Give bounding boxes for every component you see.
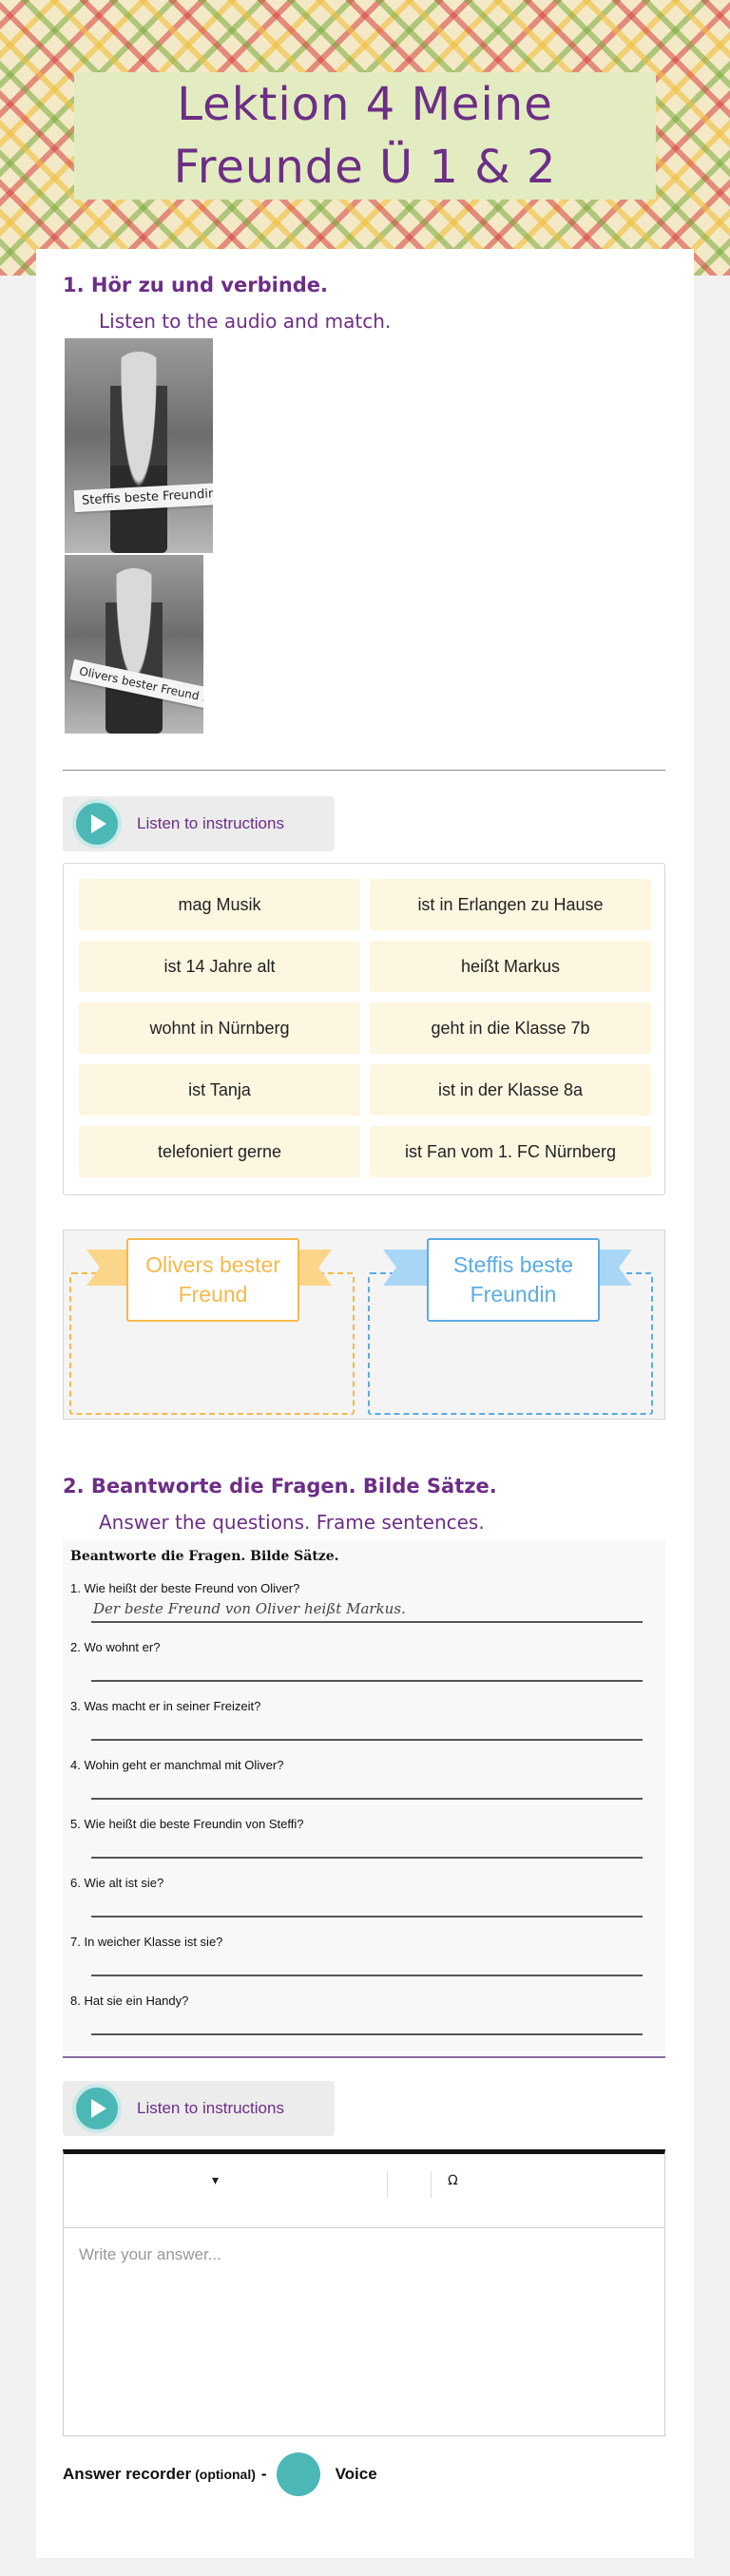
title-line-2: Freunde Ü 1 & 2 <box>173 141 557 194</box>
toolbar-separator <box>387 2171 388 2198</box>
bucket-label-steffi: Steffis beste Freundin <box>427 1238 600 1322</box>
listen-instructions-button[interactable]: Listen to instructions <box>63 796 335 851</box>
drop-zone-area: Olivers bester Freund Steffis beste Freu… <box>63 1230 665 1420</box>
photo-oliver: Olivers bester Freund ... <box>65 555 203 734</box>
listen-instructions-button[interactable]: Listen to instructions <box>63 2081 335 2136</box>
answer-line <box>91 1975 643 1976</box>
ribbon-tail-icon <box>86 1250 134 1286</box>
worksheet-question: 1. Wie heißt der beste Freund von Oliver… <box>70 1581 660 1638</box>
answer-line <box>91 1739 643 1741</box>
question-text: 3. Was macht er in seiner Freizeit? <box>70 1699 261 1713</box>
match-tile[interactable]: heißt Markus <box>370 941 651 992</box>
answer-line <box>91 1857 643 1859</box>
answer-textarea[interactable]: Write your answer... <box>79 2245 221 2263</box>
worksheet-question: 8. Hat sie ein Handy? <box>70 1994 660 2051</box>
ribbon-tail-icon <box>383 1250 431 1286</box>
special-characters-icon[interactable]: Ω <box>448 2173 458 2188</box>
question-text: 5. Wie heißt die beste Freundin von Stef… <box>70 1817 304 1831</box>
match-tile[interactable]: geht in die Klasse 7b <box>370 1002 651 1054</box>
question-text: 7. In weicher Klasse ist sie? <box>70 1935 223 1949</box>
answer-text: Der beste Freund von Oliver heißt Markus… <box>93 1600 406 1617</box>
question-text: 1. Wie heißt der beste Freund von Oliver… <box>70 1581 300 1595</box>
worksheet-question: 2. Wo wohnt er? <box>70 1640 660 1697</box>
title-banner: Lektion 4 Meine Freunde Ü 1 & 2 <box>74 72 656 200</box>
match-tile[interactable]: ist in Erlangen zu Hause <box>370 879 651 930</box>
answer-line <box>91 2033 643 2035</box>
match-tile[interactable]: ist Fan vom 1. FC Nürnberg <box>370 1126 651 1177</box>
play-icon[interactable] <box>76 803 118 845</box>
recorder-optional: (optional) <box>195 2467 256 2482</box>
page-title: Lektion 4 Meine Freunde Ü 1 & 2 <box>174 73 557 199</box>
listen-label: Listen to instructions <box>137 814 284 832</box>
worksheet-question: 4. Wohin geht er manchmal mit Oliver? <box>70 1758 660 1815</box>
match-tile[interactable]: ist in der Klasse 8a <box>370 1064 651 1116</box>
worksheet-question: 6. Wie alt ist sie? <box>70 1876 660 1933</box>
answer-editor: ▾ Ω Write your answer... <box>63 2149 665 2436</box>
answer-line <box>91 1916 643 1918</box>
divider <box>63 2056 665 2058</box>
photo-steffi: Steffis beste Freundin <box>65 338 213 553</box>
font-dropdown-chevron-icon[interactable]: ▾ <box>212 2173 220 2188</box>
worksheet-question: 3. Was macht er in seiner Freizeit? <box>70 1699 660 1756</box>
answer-line <box>91 1680 643 1682</box>
match-tile[interactable]: ist Tanja <box>79 1064 360 1116</box>
q2-subtitle: Answer the questions. Frame sentences. <box>99 1511 485 1534</box>
worksheet-question: 5. Wie heißt die beste Freundin von Stef… <box>70 1817 660 1874</box>
play-icon[interactable] <box>76 2088 118 2129</box>
match-tile[interactable]: ist 14 Jahre alt <box>79 941 360 992</box>
worksheet-image: Beantworte die Fragen. Bilde Sätze. 1. W… <box>63 1539 665 2056</box>
match-tile[interactable]: mag Musik <box>79 879 360 930</box>
worksheet-heading: Beantworte die Fragen. Bilde Sätze. <box>70 1549 339 1564</box>
question-text: 8. Hat sie ein Handy? <box>70 1994 189 2008</box>
q1-title: 1. Hör zu und verbinde. <box>63 274 329 296</box>
title-line-1: Lektion 4 Meine <box>177 78 553 131</box>
match-tile[interactable]: telefoniert gerne <box>79 1126 360 1177</box>
editor-toolbar: ▾ Ω <box>64 2154 664 2228</box>
answer-line <box>91 1798 643 1800</box>
q1-subtitle: Listen to the audio and match. <box>99 310 392 333</box>
question-text: 2. Wo wohnt er? <box>70 1640 161 1654</box>
matching-tiles: mag Musik ist in Erlangen zu Hause ist 1… <box>63 863 665 1195</box>
record-voice-button[interactable] <box>276 2452 320 2496</box>
match-tile[interactable]: wohnt in Nürnberg <box>79 1002 360 1054</box>
bucket-label-oliver: Olivers bester Freund <box>126 1238 299 1322</box>
answer-line <box>91 1621 643 1623</box>
listen-label: Listen to instructions <box>137 2099 284 2117</box>
divider <box>63 770 665 771</box>
voice-label: Voice <box>335 2465 377 2483</box>
recorder-dash: - <box>260 2465 267 2483</box>
answer-recorder: Answer recorder (optional) - Voice <box>63 2452 377 2496</box>
q2-title: 2. Beantworte die Fragen. Bilde Sätze. <box>63 1475 497 1498</box>
recorder-label: Answer recorder <box>63 2465 192 2483</box>
toolbar-separator <box>431 2171 432 2198</box>
question-text: 6. Wie alt ist sie? <box>70 1876 164 1890</box>
question-text: 4. Wohin geht er manchmal mit Oliver? <box>70 1758 284 1772</box>
worksheet-question: 7. In weicher Klasse ist sie? <box>70 1935 660 1992</box>
